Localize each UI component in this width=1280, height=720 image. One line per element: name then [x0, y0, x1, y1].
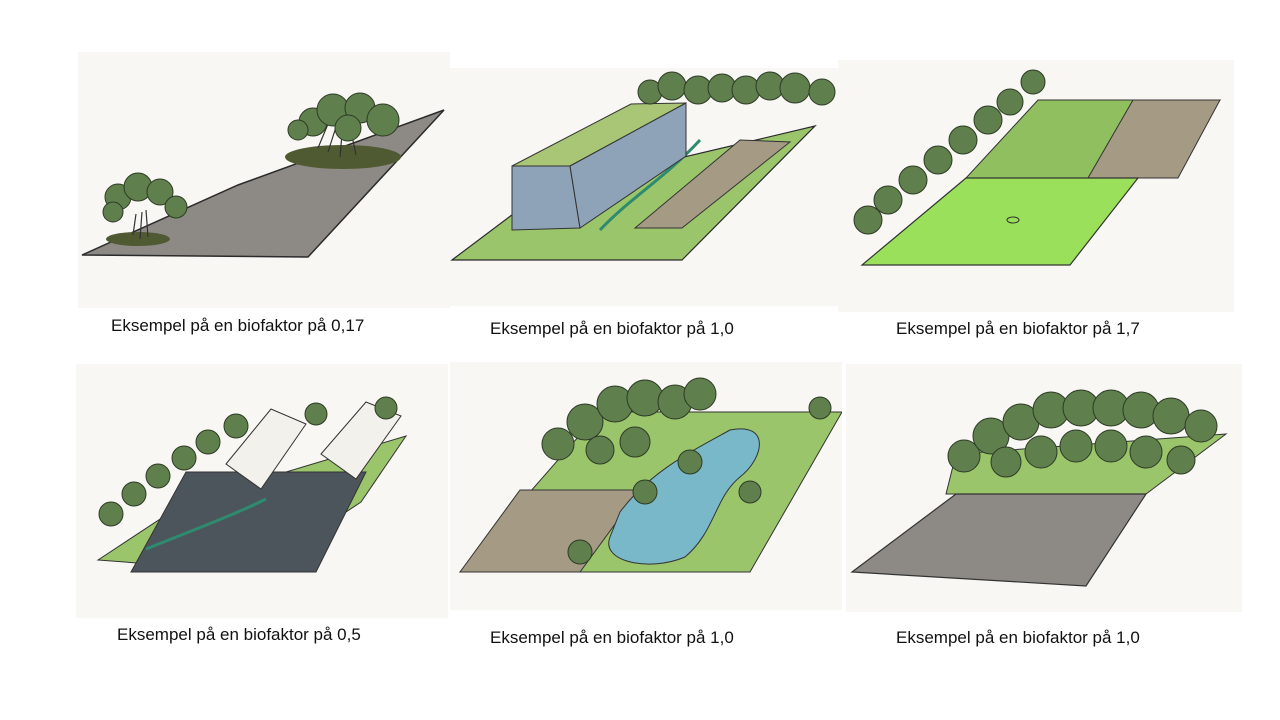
caption-example-1: Eksempel på en biofaktor på 0,17 — [111, 316, 365, 335]
caption-example-2: Eksempel på en biofaktor på 1,0 — [490, 319, 734, 338]
caption-example-5: Eksempel på en biofaktor på 1,0 — [490, 628, 734, 647]
caption-example-4: Eksempel på en biofaktor på 0,5 — [117, 625, 361, 644]
illustration-buildings-asphalt — [76, 364, 448, 618]
illustration-pond-park — [450, 362, 842, 610]
illustration-green-roof-building — [450, 68, 838, 306]
illustration-forest-and-paving — [846, 364, 1242, 612]
illustration-paved-lot-with-trees — [78, 52, 450, 308]
caption-example-3: Eksempel på en biofaktor på 1,7 — [896, 319, 1140, 338]
illustration-sports-field — [838, 60, 1234, 312]
caption-example-6: Eksempel på en biofaktor på 1,0 — [896, 628, 1140, 647]
